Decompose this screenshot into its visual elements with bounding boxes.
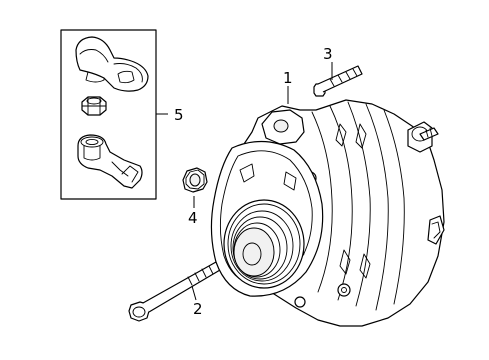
terminal-nut bbox=[81, 96, 107, 116]
leader-2 bbox=[191, 285, 197, 301]
callout-3: 3 bbox=[323, 45, 333, 63]
terminal-boot bbox=[75, 36, 149, 92]
callout-2: 2 bbox=[193, 300, 203, 318]
callout-1: 1 bbox=[283, 69, 293, 87]
flange-nut bbox=[182, 167, 208, 208]
alternator-assembly bbox=[210, 86, 445, 327]
callout-5: 5 bbox=[174, 106, 184, 124]
mounting-bolt bbox=[128, 261, 221, 322]
stud-bolt bbox=[313, 62, 363, 97]
terminal-connector bbox=[77, 134, 143, 189]
callout-4: 4 bbox=[188, 209, 198, 227]
kit-box bbox=[60, 29, 168, 200]
